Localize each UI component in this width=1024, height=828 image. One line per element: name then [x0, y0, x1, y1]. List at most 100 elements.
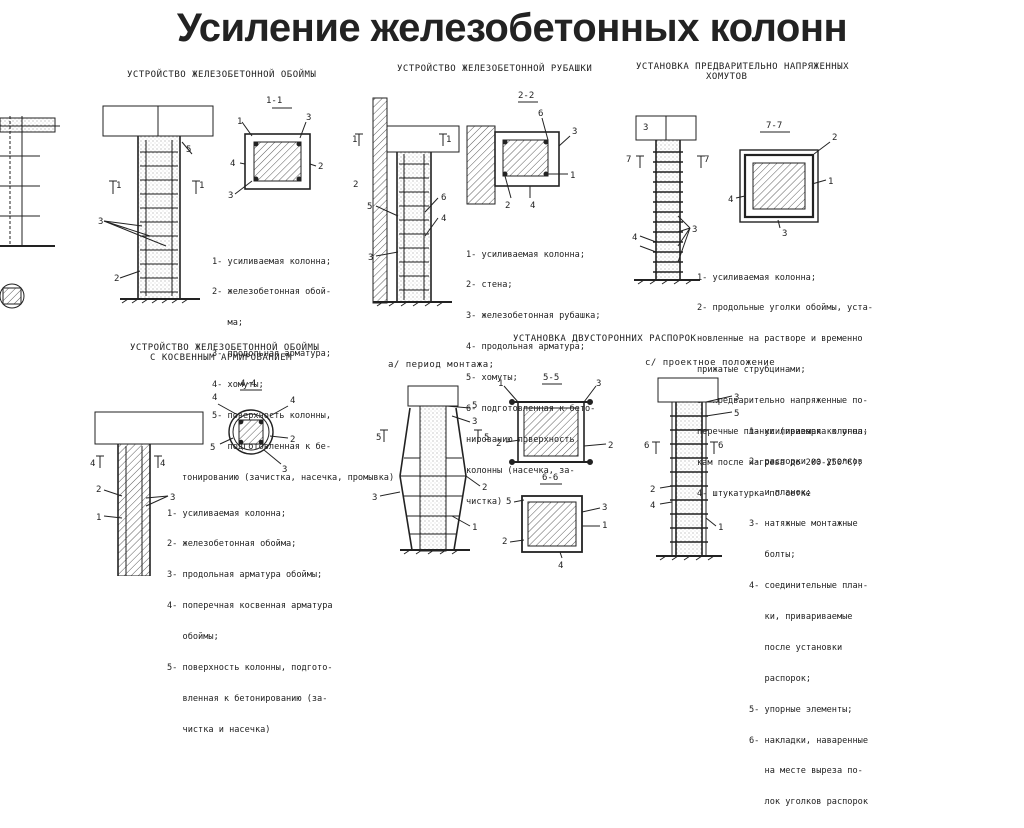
mark-2: 2 — [608, 441, 613, 451]
legend-item: чистка) — [466, 496, 503, 507]
mark-2: 2 — [114, 274, 119, 284]
mark-1: 1 — [352, 135, 357, 145]
mark-1: 1 — [718, 523, 723, 533]
legend-item: 2- стена; — [466, 280, 513, 291]
legend-item: 2- железобетонная обой- — [212, 287, 331, 298]
mark-3: 3 — [98, 217, 103, 227]
mark-3: 3 — [596, 379, 601, 389]
mark-1: 1 — [237, 117, 242, 127]
legend-item: 5- упорные элементы; — [749, 704, 853, 715]
shirt-section-2-2 — [466, 101, 571, 205]
prestressed-section-7-7 — [735, 131, 831, 229]
mark-3: 3 — [643, 123, 648, 133]
legend-item: 1- усиливаемая колонна; — [749, 426, 868, 437]
mark-3: 3 — [368, 253, 373, 263]
mark-7: 7 — [704, 155, 709, 165]
shirt-elevation — [355, 97, 460, 307]
engineering-drawings: 1-1 2-2 7-7 4-4 5-5 6-6 5 1 1 3 2 1 3 4 … — [0, 91, 837, 576]
mark-5: 5 — [367, 202, 372, 212]
mark-5: 5 — [376, 433, 381, 443]
legend-item: после установки — [749, 642, 843, 653]
mark-4: 4 — [558, 561, 563, 571]
legend-item: 6- накладки, наваренные — [749, 735, 868, 746]
legend-item: 5- хомуты; — [466, 373, 518, 384]
mark-3: 3 — [228, 191, 233, 201]
cut-label-4-4: 4-4 — [240, 379, 256, 389]
legend-item: 1- усиливаемая колонна; — [697, 272, 816, 283]
section-title-indirect-line2: с косвенным армированием — [150, 353, 293, 363]
mark-1: 1 — [116, 181, 121, 191]
cut-label-7-7: 7-7 — [766, 121, 782, 131]
legend-item: 1- усиливаемая колонна; — [212, 256, 331, 267]
mark-2: 2 — [318, 162, 323, 172]
section-title-struts: Установка двусторонних распорок — [513, 334, 697, 344]
mark-1: 1 — [828, 177, 833, 187]
mark-6: 6 — [718, 441, 723, 451]
legend-item: 2- железобетонная обойма; — [167, 539, 297, 550]
legend-item: 5- поверхность колонны, подгото- — [167, 663, 333, 674]
legend-item: 3- продольная арматура; — [212, 349, 331, 360]
mark-3: 3 — [170, 493, 175, 503]
section-title-prestressed-line2: хомутов — [706, 72, 748, 82]
cut-label-1-1: 1-1 — [266, 96, 282, 106]
drawing-sheet: Устройство железобетонной обоймы Устройс… — [0, 56, 1024, 807]
mark-3: 3 — [734, 393, 739, 403]
mark-4: 4 — [650, 501, 655, 511]
legend-item: на месте выреза по- — [749, 766, 863, 777]
legend-item: лок уголков распорок — [749, 797, 868, 808]
legend-item: 3- железобетонная рубашка; — [466, 311, 601, 322]
mark-1: 1 — [199, 181, 204, 191]
legend-jacket: 1- усиливаемая колонна; 2- железобетонна… — [182, 236, 394, 504]
struts-section-5-5 — [503, 383, 607, 465]
legend-item: 4- соединительные план- — [749, 581, 868, 592]
legend-item: 4- поперечная косвенная арматура — [167, 601, 333, 612]
mark-1: 1 — [472, 523, 477, 533]
mark-3: 3 — [472, 417, 477, 427]
mark-1: 1 — [96, 513, 101, 523]
mark-3: 3 — [282, 465, 287, 475]
mark-2: 2 — [96, 485, 101, 495]
mark-4: 4 — [441, 214, 446, 224]
mark-2: 2 — [650, 485, 655, 495]
mark-6: 6 — [538, 109, 543, 119]
legend-item: ма; — [212, 318, 244, 329]
mark-1: 1 — [602, 521, 607, 531]
mark-2: 2 — [502, 537, 507, 547]
left-partial-drawing — [0, 116, 60, 309]
legend-item: 2- продольные уголки обоймы, уста- — [697, 303, 873, 314]
section-title-indirect: Устройство железобетонной обоймы с косве… — [130, 343, 319, 363]
legend-item: подготовленная к бе- — [212, 441, 331, 452]
prestressed-elevation — [634, 115, 705, 285]
mark-1: 1 — [570, 171, 575, 181]
legend-item: 3- натяжные монтажные — [749, 519, 858, 530]
cut-label-5-5: 5-5 — [543, 373, 559, 383]
mark-6: 6 — [441, 193, 446, 203]
legend-item: 4- хомуты; — [212, 380, 264, 391]
mark-4: 4 — [160, 459, 165, 469]
mark-2: 2 — [482, 483, 487, 493]
mark-4: 4 — [230, 159, 235, 169]
legend-item: распорок; — [749, 673, 812, 684]
mark-3: 3 — [306, 113, 311, 123]
mark-1: 1 — [498, 379, 503, 389]
mark-5: 5 — [734, 409, 739, 419]
mark-2: 2 — [496, 439, 501, 449]
jacket-section-1-1 — [234, 107, 317, 195]
section-title-shirt: Устройство железобетонной рубашки — [397, 64, 593, 74]
mark-2: 2 — [290, 435, 295, 445]
mark-4: 4 — [728, 195, 733, 205]
mark-4: 4 — [632, 233, 637, 243]
mark-2: 2 — [832, 133, 837, 143]
legend-item: 1- усиливаемая колонна; — [466, 249, 585, 260]
legend-prestressed: 1- усиливаемая колонна; 2- продольные уг… — [697, 252, 873, 520]
subtitle-mounting: а/ период монтажа; — [388, 360, 495, 370]
indirect-elevation — [94, 411, 204, 576]
mark-1: 1 — [446, 135, 451, 145]
mark-3: 3 — [572, 127, 577, 137]
legend-item: 2- распорки из уголков — [749, 457, 863, 468]
legend-item: кам после нагрева до 200-250°С); — [697, 457, 863, 468]
mark-5: 5 — [210, 443, 215, 453]
struts-mounting-elevation — [379, 385, 482, 555]
section-title-prestressed: Установка предварительно напряженных хом… — [636, 62, 849, 82]
section-title-indirect-line1: Устройство железобетонной обоймы — [130, 343, 320, 353]
